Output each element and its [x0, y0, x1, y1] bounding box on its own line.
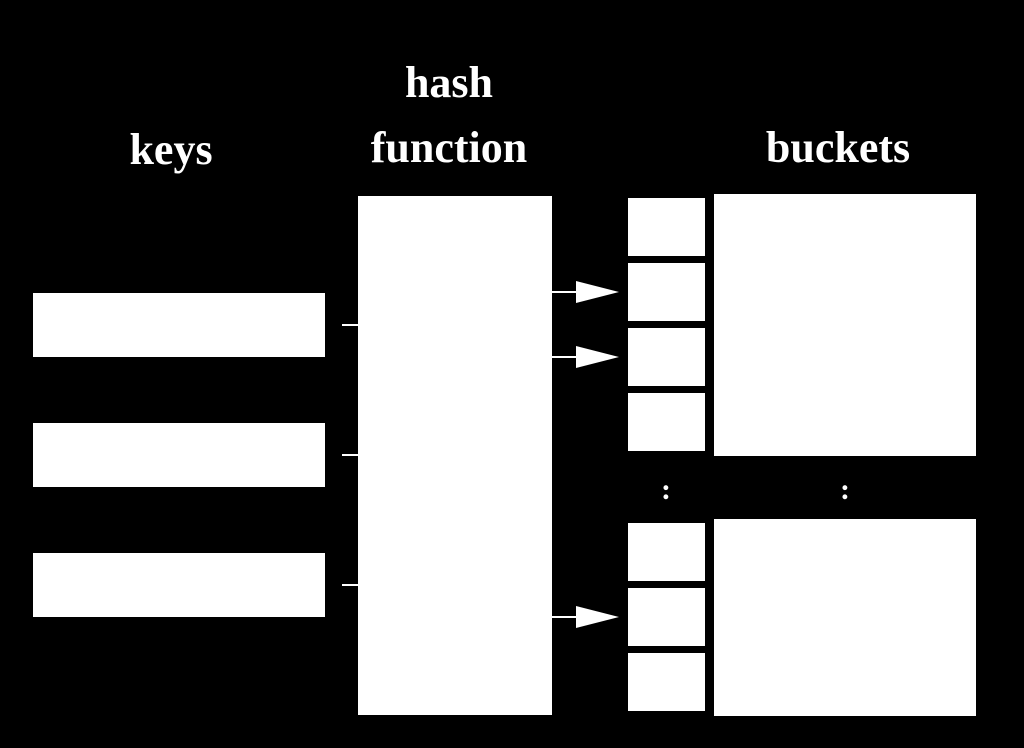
bucket-box-upper	[714, 194, 976, 456]
key-box	[33, 423, 325, 487]
hash-function-heading-line2: function	[371, 123, 527, 172]
key-box	[33, 293, 325, 357]
slot-box	[628, 523, 705, 581]
key-box	[33, 553, 325, 617]
hash-arrows	[552, 281, 619, 628]
arrow	[552, 606, 619, 628]
keys-column	[33, 293, 325, 617]
hash-function-heading-line1: hash	[405, 58, 493, 107]
arrow	[552, 346, 619, 368]
arrowhead	[576, 606, 619, 628]
slot-box	[628, 393, 705, 451]
slot-box	[628, 263, 705, 321]
buckets-heading: buckets	[766, 123, 910, 172]
slot-box	[628, 198, 705, 256]
arrow	[552, 281, 619, 303]
hash-function-box	[358, 196, 552, 715]
arrowhead	[576, 346, 619, 368]
slot-column-lower	[628, 523, 705, 711]
slot-column-upper	[628, 198, 705, 451]
slots-ellipsis: :	[661, 473, 671, 506]
buckets-ellipsis: :	[840, 473, 850, 506]
key-connectors	[342, 324, 358, 586]
slot-box	[628, 653, 705, 711]
keys-heading: keys	[129, 125, 212, 174]
bucket-box-lower	[714, 519, 976, 716]
slot-box	[628, 328, 705, 386]
arrowhead	[576, 281, 619, 303]
slot-box	[628, 588, 705, 646]
